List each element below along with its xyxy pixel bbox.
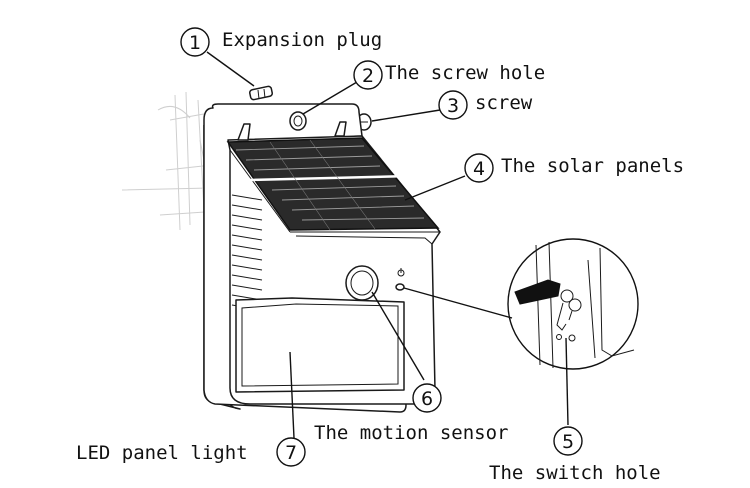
leader-2 [302, 81, 358, 115]
callout-5-number: 5 [562, 431, 574, 453]
callout-3-label: screw [475, 92, 533, 114]
switch-hole [395, 268, 405, 291]
callout-4-label: The solar panels [501, 155, 684, 177]
leader-inset [403, 287, 513, 319]
callout-5: 5 The switch hole [489, 426, 661, 484]
switch-detail-inset [507, 238, 639, 370]
callout-3-number: 3 [447, 95, 459, 117]
leader-4 [404, 175, 466, 201]
callout-2-label: The screw hole [385, 62, 545, 84]
led-panel [235, 297, 405, 393]
callout-4-number: 4 [473, 158, 485, 180]
mount-tab-right [334, 121, 347, 137]
callout-2: 2 The screw hole [353, 60, 545, 90]
background-sketch [121, 91, 216, 231]
leader-7 [289, 351, 295, 439]
callout-6-number: 6 [421, 388, 433, 410]
callout-7: 7 LED panel light [76, 437, 306, 467]
callout-4: 4 The solar panels [464, 153, 684, 183]
mount-tab-left [237, 123, 251, 141]
callout-5-label: The switch hole [489, 462, 661, 484]
callout-2-number: 2 [362, 65, 374, 87]
callout-1-label: Expansion plug [222, 29, 382, 51]
expansion-plug [249, 85, 273, 101]
solar-panel [226, 137, 440, 231]
screw-hole [289, 111, 307, 131]
callout-7-number: 7 [285, 442, 297, 464]
callout-6-label: The motion sensor [314, 422, 508, 444]
callout-6: 6 The motion sensor [314, 383, 508, 444]
leader-6 [371, 291, 425, 381]
callout-3: 3 screw [438, 90, 533, 120]
leader-5 [565, 337, 569, 426]
leader-lines [206, 51, 569, 439]
motion-sensor [345, 265, 379, 301]
leader-1 [206, 51, 255, 87]
callout-1: 1 Expansion plug [180, 27, 382, 57]
callout-1-number: 1 [189, 32, 201, 54]
callout-7-label: LED panel light [76, 442, 248, 464]
leader-3 [371, 109, 441, 122]
